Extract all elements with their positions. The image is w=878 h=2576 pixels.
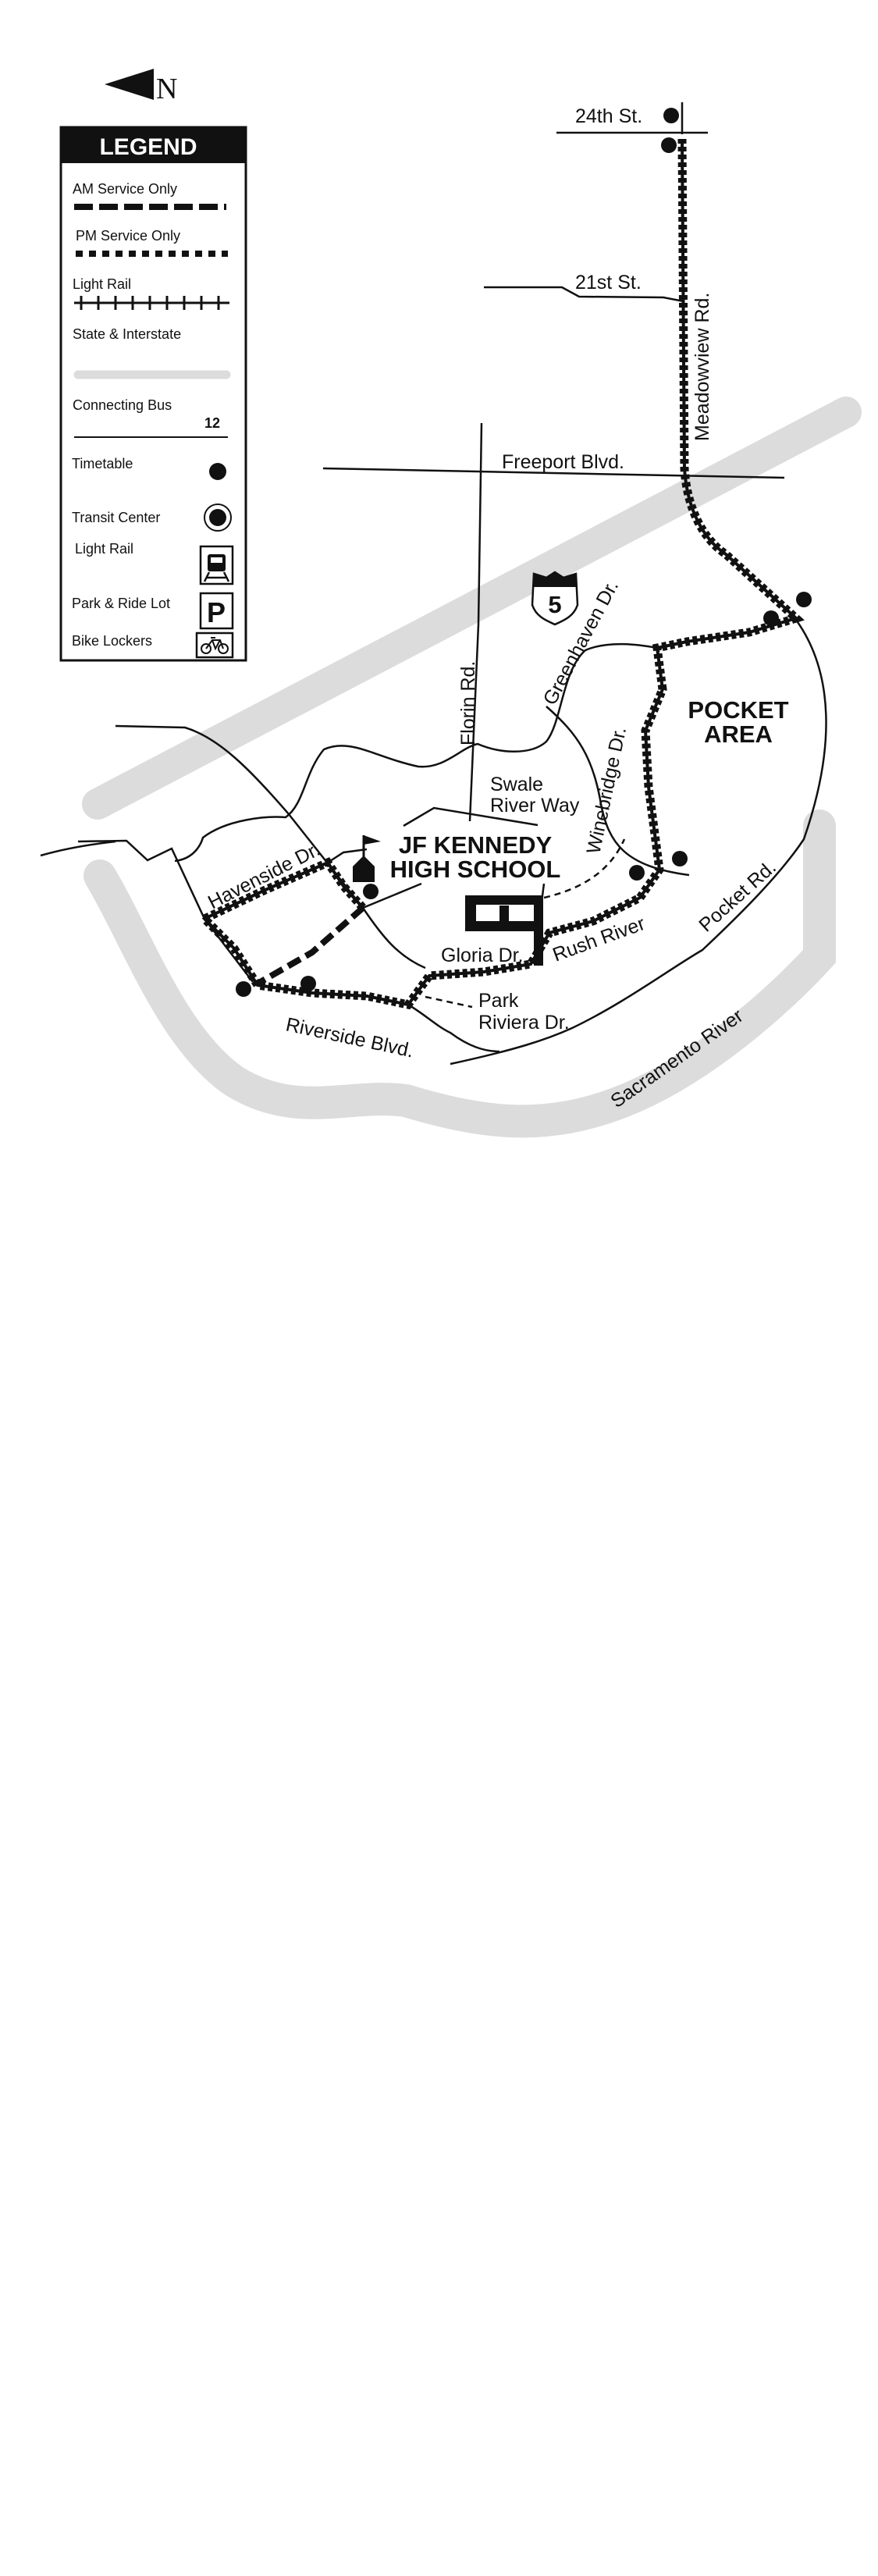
- streets: [40, 102, 827, 1066]
- label-riverside: Riverside Blvd.: [284, 1013, 416, 1062]
- school-loop: [465, 895, 543, 966]
- timetable-icon: [209, 463, 226, 480]
- label-rush-river: Rush River: [549, 913, 648, 966]
- label-pocket: POCKET: [688, 696, 788, 724]
- label-swale-1: Swale: [490, 774, 543, 795]
- bus-route: [197, 138, 805, 1010]
- legend-am-label: AM Service Only: [73, 181, 177, 197]
- school-icon: [353, 835, 381, 882]
- legend-title: LEGEND: [99, 134, 197, 160]
- label-school-2: HIGH SCHOOL: [390, 856, 561, 883]
- north-arrow-icon: [105, 69, 154, 100]
- interstate-number: 5: [548, 591, 561, 618]
- park-ride-symbol: P: [207, 596, 226, 628]
- legend-light-rail-label: Light Rail: [73, 276, 131, 292]
- transit-center-icon: [204, 503, 232, 532]
- legend-timetable-label: Timetable: [72, 456, 133, 471]
- legend-light-rail-station-label: Light Rail: [75, 541, 133, 557]
- north-label: N: [156, 73, 177, 105]
- label-24th-st: 24th St.: [575, 105, 642, 127]
- legend-bike-lockers-label: Bike Lockers: [72, 633, 152, 649]
- interstate-shield-icon: 5: [531, 571, 579, 626]
- label-winebridge: Winebridge Dr.: [582, 725, 631, 856]
- legend-pm-label: PM Service Only: [76, 228, 180, 244]
- timetable-points: [236, 108, 812, 997]
- label-pocket-rd: Pocket Rd.: [695, 856, 780, 937]
- interstate-5-band: [82, 397, 862, 820]
- sacramento-river: [84, 809, 836, 1138]
- label-freeport: Freeport Blvd.: [502, 451, 624, 473]
- bike-icon: [195, 632, 234, 659]
- legend: LEGEND AM Service Only PM Service Only L…: [59, 126, 247, 662]
- label-21st-st: 21st St.: [575, 272, 642, 294]
- am-route: [256, 905, 365, 987]
- label-park: Park: [478, 990, 519, 1012]
- label-gloria: Gloria Dr.: [441, 945, 524, 966]
- legend-park-ride-label: Park & Ride Lot: [72, 596, 170, 611]
- legend-connecting-bus-label: Connecting Bus: [73, 397, 172, 413]
- label-school-1: JF KENNEDY: [399, 831, 553, 859]
- label-area: AREA: [704, 720, 773, 748]
- north-arrow: N: [105, 69, 177, 105]
- label-florin: Florin Rd.: [457, 661, 479, 745]
- light-rail-train-icon: [199, 545, 234, 585]
- label-meadowview: Meadowview Rd.: [691, 293, 713, 441]
- label-swale-2: River Way: [490, 795, 580, 817]
- park-ride-icon: P: [199, 592, 234, 630]
- legend-light-rail-line: [74, 296, 229, 310]
- legend-transit-center-label: Transit Center: [72, 510, 160, 525]
- legend-connecting-bus-number: 12: [204, 415, 220, 431]
- label-park-riviera: Riviera Dr.: [478, 1012, 570, 1034]
- legend-interstate-label: State & Interstate: [73, 326, 181, 342]
